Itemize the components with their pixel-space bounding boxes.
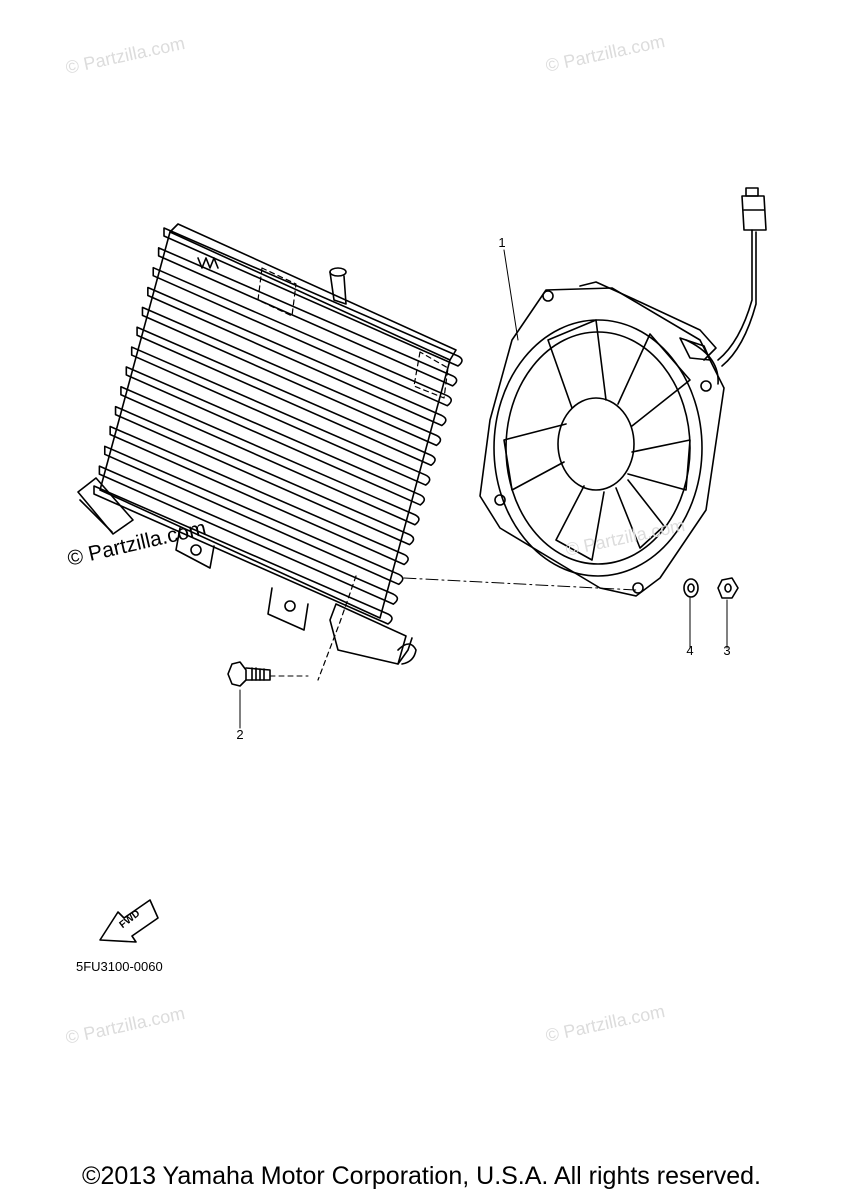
radiator-fin xyxy=(93,485,393,625)
fan-shroud xyxy=(479,287,725,597)
callout-washer: 4 xyxy=(686,643,694,658)
radiator-fin xyxy=(109,425,409,566)
fan-connector xyxy=(741,195,767,231)
radiator-fin xyxy=(120,385,420,526)
radiator-core-frame xyxy=(99,231,451,619)
fan-ring-outer xyxy=(493,319,703,577)
radiator-fin xyxy=(163,227,463,367)
radiator-bracket-right xyxy=(267,587,309,631)
radiator-fin xyxy=(114,405,415,546)
radiator-fin xyxy=(98,465,399,605)
fan-hub xyxy=(557,397,635,491)
radiator-fin xyxy=(147,286,447,427)
radiator-fin xyxy=(103,445,404,586)
radiator-fin xyxy=(152,266,453,407)
radiator-outlet-pipe xyxy=(397,643,417,665)
nut xyxy=(717,577,739,599)
bolt xyxy=(227,661,271,687)
radiator-fin xyxy=(157,247,458,387)
radiator-fin xyxy=(125,366,426,506)
diagram-code: 5FU3100-0060 xyxy=(76,959,163,974)
fan-motor-assembly xyxy=(479,187,767,597)
fwd-arrow xyxy=(99,899,159,943)
radiator-fin xyxy=(136,326,436,467)
radiator-inlet-pipe xyxy=(329,271,347,305)
copyright-notice: ©2013 Yamaha Motor Corporation, U.S.A. A… xyxy=(82,1162,761,1190)
radiator-fin xyxy=(141,306,442,447)
radiator-left-end-cap xyxy=(77,477,134,535)
callout-bolt: 2 xyxy=(236,727,244,742)
callout-nut: 3 xyxy=(723,643,731,658)
washer xyxy=(683,578,699,598)
callout-fan-motor: 1 xyxy=(498,235,506,250)
radiator-body xyxy=(77,223,457,665)
radiator-bracket-left xyxy=(175,527,215,569)
radiator-fins xyxy=(93,227,463,625)
fan-wire-harness xyxy=(717,229,753,361)
radiator-fin xyxy=(130,346,431,486)
